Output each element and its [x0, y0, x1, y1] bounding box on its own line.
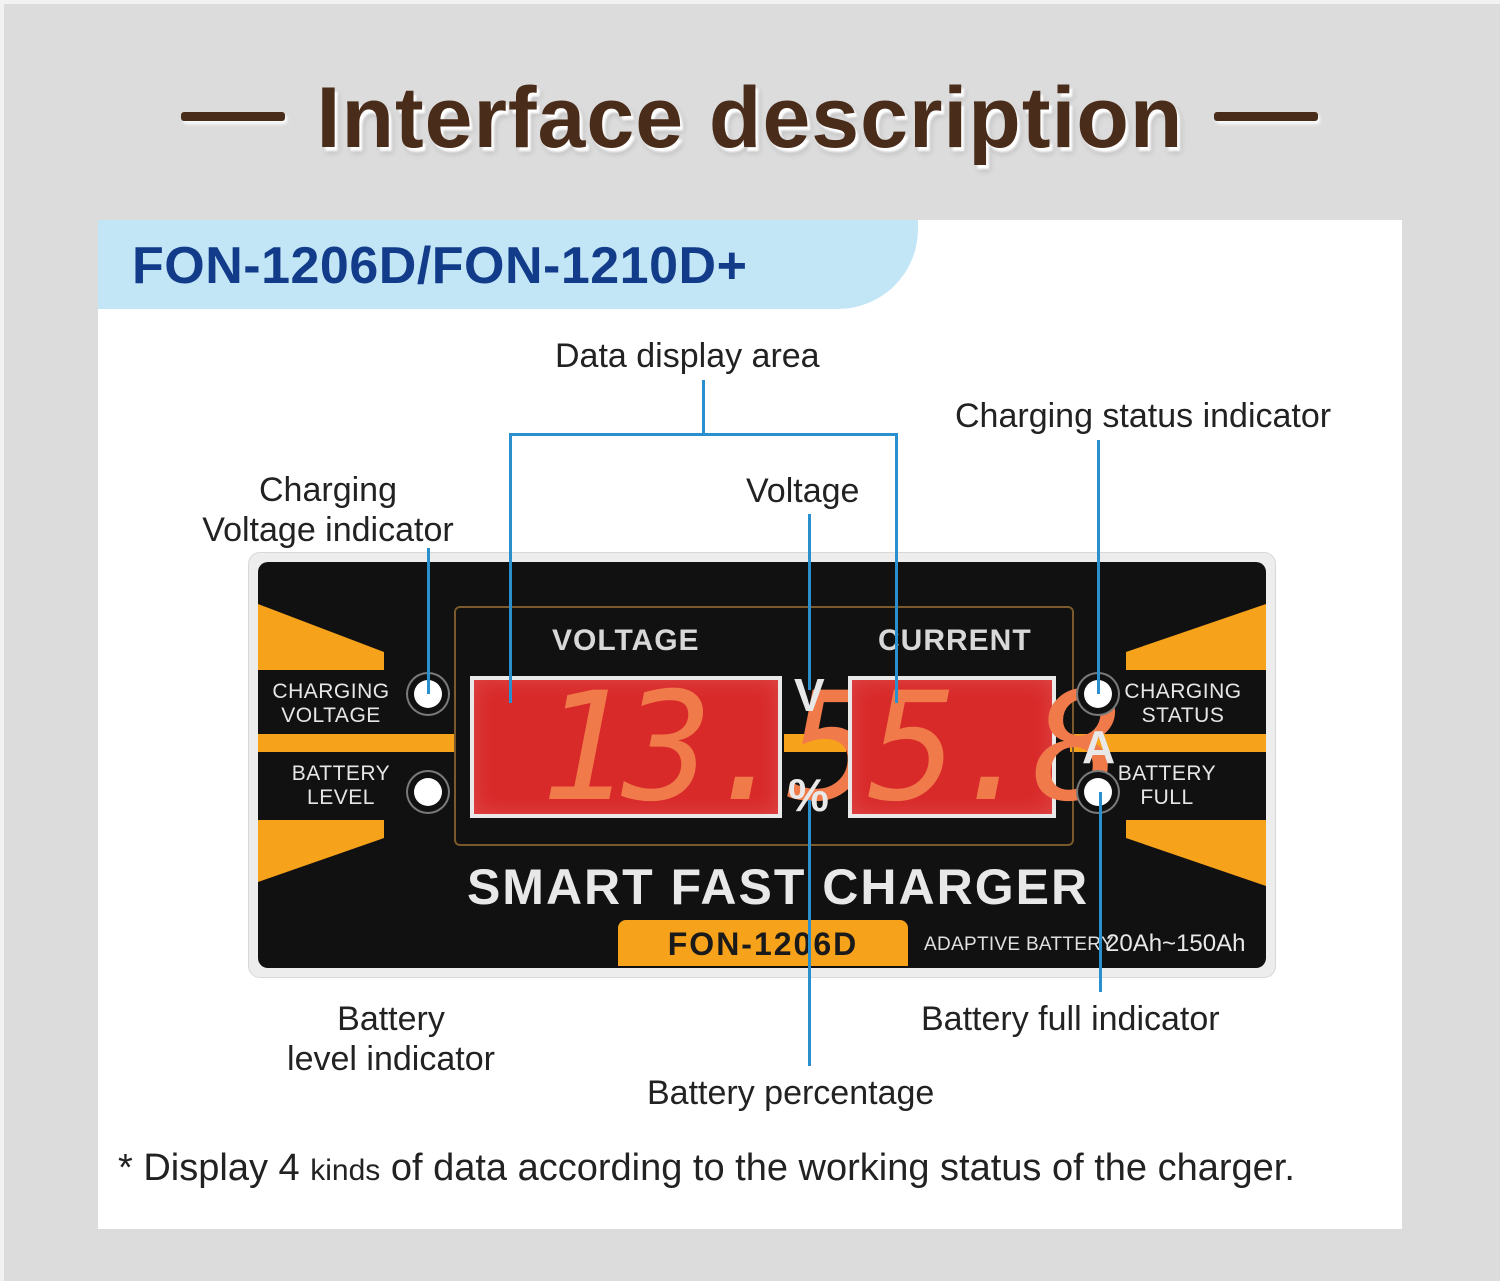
label-data-display-area: Data display area [555, 337, 820, 375]
model-badge: FON-1206D [618, 920, 908, 966]
footnote-part2: kinds [310, 1154, 381, 1187]
connector-battery-full [1099, 792, 1102, 992]
frame-left [0, 0, 4, 1281]
current-screen: 5.8 [848, 673, 1123, 823]
brand-text: SMART FAST CHARGER [466, 859, 1090, 915]
battery-level-label-line1: BATTERY [291, 762, 391, 785]
connector-data-display-right [895, 433, 898, 703]
frame-top [0, 0, 1500, 4]
right-orange-band [1070, 734, 1266, 752]
charging-status-label-line2: STATUS [1141, 704, 1225, 727]
charger-panel: VOLTAGE CURRENT 13.5 5.8 V % A CHARGING … [258, 562, 1266, 968]
label-battery-full-indicator: Battery full indicator [921, 1000, 1220, 1038]
battery-full-label-line2: FULL [1140, 786, 1194, 809]
connector-voltage [808, 514, 811, 690]
label-battery-level-line1: Battery [337, 1000, 445, 1038]
title-dash-right [1214, 112, 1318, 121]
battery-full-label: BATTERY FULL [1104, 762, 1230, 810]
header: Interface description [0, 60, 1500, 170]
footnote-part3: of data according to the working status … [390, 1147, 1295, 1189]
battery-level-label: BATTERY LEVEL [278, 762, 404, 810]
connector-data-display-stem [702, 380, 705, 435]
panel-graphics [258, 604, 1266, 886]
battery-level-led [414, 778, 442, 806]
connector-charging-status [1097, 440, 1100, 694]
label-battery-level-line2: level indicator [287, 1040, 495, 1078]
capacity-range: 20Ah~150Ah [1106, 930, 1246, 957]
right-orange-wedge-bottom [1126, 820, 1266, 886]
label-voltage: Voltage [746, 472, 860, 510]
current-reading: 5.8 [868, 661, 1123, 835]
current-header: CURRENT [878, 624, 1032, 657]
connector-data-display-bar [509, 433, 898, 436]
footnote-star: * [118, 1147, 133, 1189]
model-title: FON-1206D/FON-1210D+ [132, 237, 748, 295]
footnote-part1: Display 4 [143, 1147, 300, 1189]
label-charging-status-indicator: Charging status indicator [955, 397, 1332, 435]
label-battery-level-indicator: Battery level indicator [272, 999, 510, 1079]
title-dash-left [181, 112, 285, 121]
model-tab [98, 220, 918, 309]
battery-full-led [1084, 778, 1112, 806]
right-orange-wedge-top [1126, 604, 1266, 670]
charging-voltage-label: CHARGING VOLTAGE [268, 680, 394, 728]
label-battery-percentage: Battery percentage [647, 1074, 935, 1112]
page-title: Interface description [316, 70, 1184, 166]
battery-full-label-line1: BATTERY [1117, 762, 1217, 785]
adaptive-battery-text: ADAPTIVE BATTERY [924, 934, 1114, 955]
left-orange-wedge-top [258, 604, 384, 670]
unit-a: A [1082, 721, 1116, 773]
charging-status-label: CHARGING STATUS [1120, 680, 1246, 728]
voltage-reading: 13.5 [540, 661, 877, 835]
voltage-screen: 13.5 [470, 673, 877, 823]
charging-voltage-label-line2: VOLTAGE [281, 704, 381, 727]
left-orange-wedge-bottom [258, 820, 384, 882]
charging-status-label-line1: CHARGING [1124, 680, 1242, 703]
battery-level-label-line2: LEVEL [307, 786, 375, 809]
charging-voltage-label-line1: CHARGING [272, 680, 390, 703]
connector-battery-percentage [808, 800, 811, 1066]
voltage-header: VOLTAGE [552, 624, 700, 657]
connector-data-display-left [509, 433, 512, 703]
footnote: * Display 4 kinds of data according to t… [118, 1145, 1295, 1194]
display-frame [454, 606, 1074, 846]
connector-charging-voltage [427, 548, 430, 694]
center-orange-strip [784, 734, 846, 752]
label-charging-voltage-line2: Voltage indicator [202, 511, 454, 549]
left-orange-band [258, 734, 454, 752]
label-charging-voltage-indicator: Charging Voltage indicator [200, 470, 456, 550]
label-charging-voltage-line1: Charging [259, 471, 397, 509]
